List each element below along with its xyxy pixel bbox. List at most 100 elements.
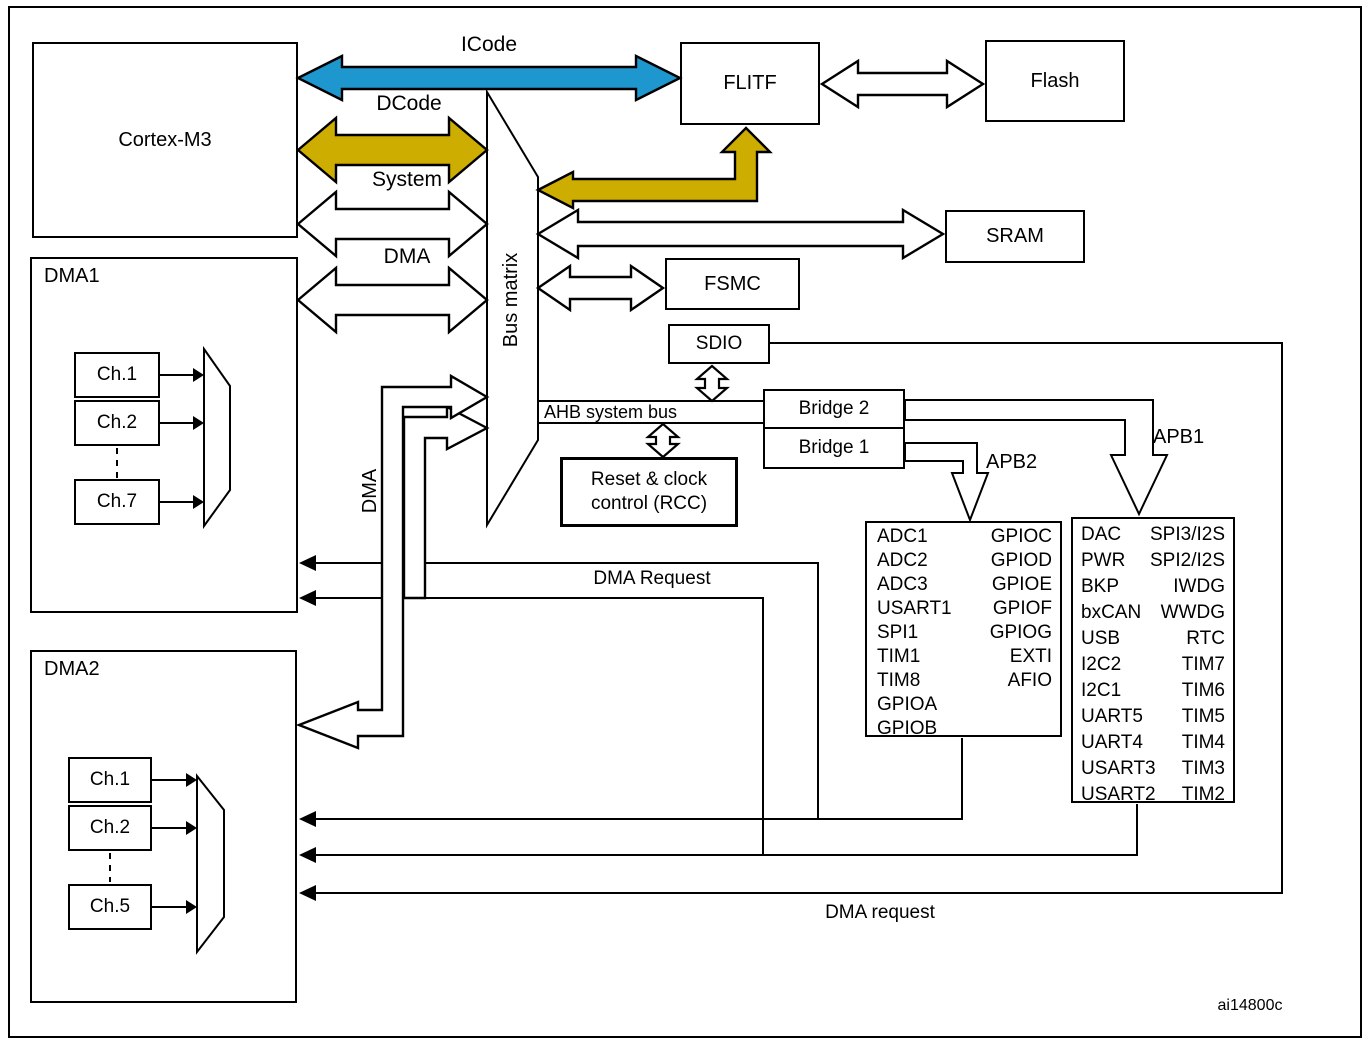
figure-border [8,6,1362,1038]
bridge2-cell: Bridge 2 [765,391,903,430]
apb2-peripheral-row: TIM1 EXTI [877,645,1052,669]
bus-matrix-label: Bus matrix [500,252,522,348]
apb2-peripheral-row: USART1 GPIOF [877,597,1052,621]
flitf-label: FLITF [723,72,777,94]
bridges-block: Bridge 2 Bridge 1 [763,389,905,469]
apb1-peripheral-left: bxCAN [1081,602,1142,623]
apb2-peripheral-left: ADC3 [877,574,928,595]
apb1-peripheral-row: USART2 TIM2 [1081,782,1225,808]
dma2-channel-1-label: Ch.1 [89,769,131,790]
apb2-peripheral-row: ADC2 GPIOD [877,549,1052,573]
apb1-peripheral-right: SPI3/I2S [1150,524,1225,545]
apb1-peripheral-row: PWR SPI2/I2S [1081,548,1225,574]
apb1-peripheral-left: I2C1 [1081,680,1122,701]
apb1-peripheral-left: BKP [1081,576,1120,597]
apb2-peripheral-right: GPIOG [989,622,1052,643]
rcc-block: Reset & clock control (RCC) [560,457,738,527]
apb2-peripheral-row: ADC1 GPIOC [877,525,1052,549]
apb1-peripheral-left: USART2 [1081,784,1156,805]
dma1-block: DMA1 [30,257,298,613]
apb1-peripheral-left: USB [1081,628,1121,649]
bridge1-cell: Bridge 1 [765,429,903,467]
apb1-peripheral-row: UART4 TIM4 [1081,730,1225,756]
flash-block: Flash [985,40,1125,122]
dma1-channel-1-label: Ch.1 [96,364,138,385]
rcc-label-line1: Reset & clock [590,469,708,490]
apb1-peripherals-block: DAC SPI3/I2S PWR SPI2/I2S BKP IWDG bxCAN… [1071,517,1235,805]
dcode-label: DCode [376,92,442,115]
apb1-peripheral-left: UART5 [1081,706,1143,727]
dma2-request-label: DMA request [825,902,935,923]
apb2-peripheral-row: GPIOB [877,717,1052,741]
system-label: System [371,168,442,191]
apb1-peripheral-left: PWR [1081,550,1126,571]
apb1-peripheral-left: DAC [1081,524,1122,545]
rcc-label-line2: control (RCC) [590,493,708,514]
cortex-m3-label: Cortex-M3 [118,128,212,151]
apb1-peripheral-right: SPI2/I2S [1150,550,1225,571]
apb2-peripheral-left: GPIOA [877,694,938,715]
apb2-peripheral-right: GPIOE [991,574,1052,595]
apb1-peripheral-row: I2C2 TIM7 [1081,652,1225,678]
apb2-peripheral-left: GPIOB [877,718,938,739]
dma2-channel-2-label: Ch.2 [89,817,131,838]
apb1-peripheral-right: TIM2 [1181,784,1225,805]
bridge1-label: Bridge 1 [798,437,870,459]
apb1-peripheral-right: TIM3 [1181,758,1225,779]
dma1-label: DMA1 [44,265,100,287]
dma1-channel-1-box: Ch.1 [74,352,160,398]
apb2-peripheral-right: AFIO [1007,670,1052,691]
apb2-peripheral-right: GPIOF [992,598,1052,619]
ahb-system-bus-label: AHB system bus [544,402,678,422]
dma-label: DMA [383,245,431,268]
apb2-peripheral-row: SPI1 GPIOG [877,621,1052,645]
apb2-label: APB2 [986,451,1038,473]
dma1-channel-2-label: Ch.2 [96,412,138,433]
dma2-channel-2-box: Ch.2 [68,805,152,851]
apb1-peripheral-right: IWDG [1173,576,1225,597]
apb1-peripheral-row: DAC SPI3/I2S [1081,522,1225,548]
apb2-peripheral-right: EXTI [1009,646,1052,667]
apb2-peripherals-block: ADC1 GPIOC ADC2 GPIOD ADC3 GPIOE USART1 … [865,521,1062,739]
sdio-block: SDIO [668,324,770,364]
apb2-peripheral-right: GPIOC [990,526,1052,547]
apb2-peripheral-left: TIM8 [877,670,921,691]
apb1-peripheral-right: TIM6 [1181,680,1225,701]
apb1-peripheral-right: WWDG [1160,602,1225,623]
dma1-request-label: DMA Request [593,568,711,589]
sdio-label: SDIO [695,333,743,354]
sram-block: SRAM [945,210,1085,263]
apb2-peripheral-row: TIM8 AFIO [877,669,1052,693]
apb1-peripheral-row: BKP IWDG [1081,574,1225,600]
apb2-peripheral-left: USART1 [877,598,952,619]
figure-id: ai14800c [1217,997,1283,1014]
apb1-peripheral-right: TIM7 [1181,654,1225,675]
apb1-peripheral-row: bxCAN WWDG [1081,600,1225,626]
apb1-peripheral-row: I2C1 TIM6 [1081,678,1225,704]
icode-label: ICode [460,33,518,56]
apb2-peripheral-row: ADC3 GPIOE [877,573,1052,597]
dma2-channel-1-box: Ch.1 [68,757,152,803]
bridge2-label: Bridge 2 [798,398,870,420]
apb1-label: APB1 [1153,426,1205,448]
apb1-peripheral-right: RTC [1186,628,1225,649]
apb2-peripheral-row: GPIOA [877,693,1052,717]
dma1-channel-7-box: Ch.7 [74,479,160,525]
fsmc-label: FSMC [704,272,761,295]
apb2-peripheral-left: SPI1 [877,622,919,643]
apb1-peripheral-right: TIM5 [1181,706,1225,727]
apb1-peripheral-row: UART5 TIM5 [1081,704,1225,730]
apb1-peripheral-left: USART3 [1081,758,1156,779]
dma2-label: DMA2 [44,658,100,680]
dma2-channel-5-box: Ch.5 [68,884,152,930]
fsmc-block: FSMC [665,258,800,310]
dma-vertical-label: DMA [359,468,381,514]
apb1-peripheral-left: I2C2 [1081,654,1122,675]
apb1-peripheral-left: UART4 [1081,732,1143,753]
flitf-block: FLITF [680,42,820,125]
dma1-channel-7-label: Ch.7 [96,491,138,512]
apb1-peripheral-right: TIM4 [1181,732,1225,753]
cortex-m3-block: Cortex-M3 [32,42,298,238]
apb2-peripheral-left: ADC2 [877,550,928,571]
